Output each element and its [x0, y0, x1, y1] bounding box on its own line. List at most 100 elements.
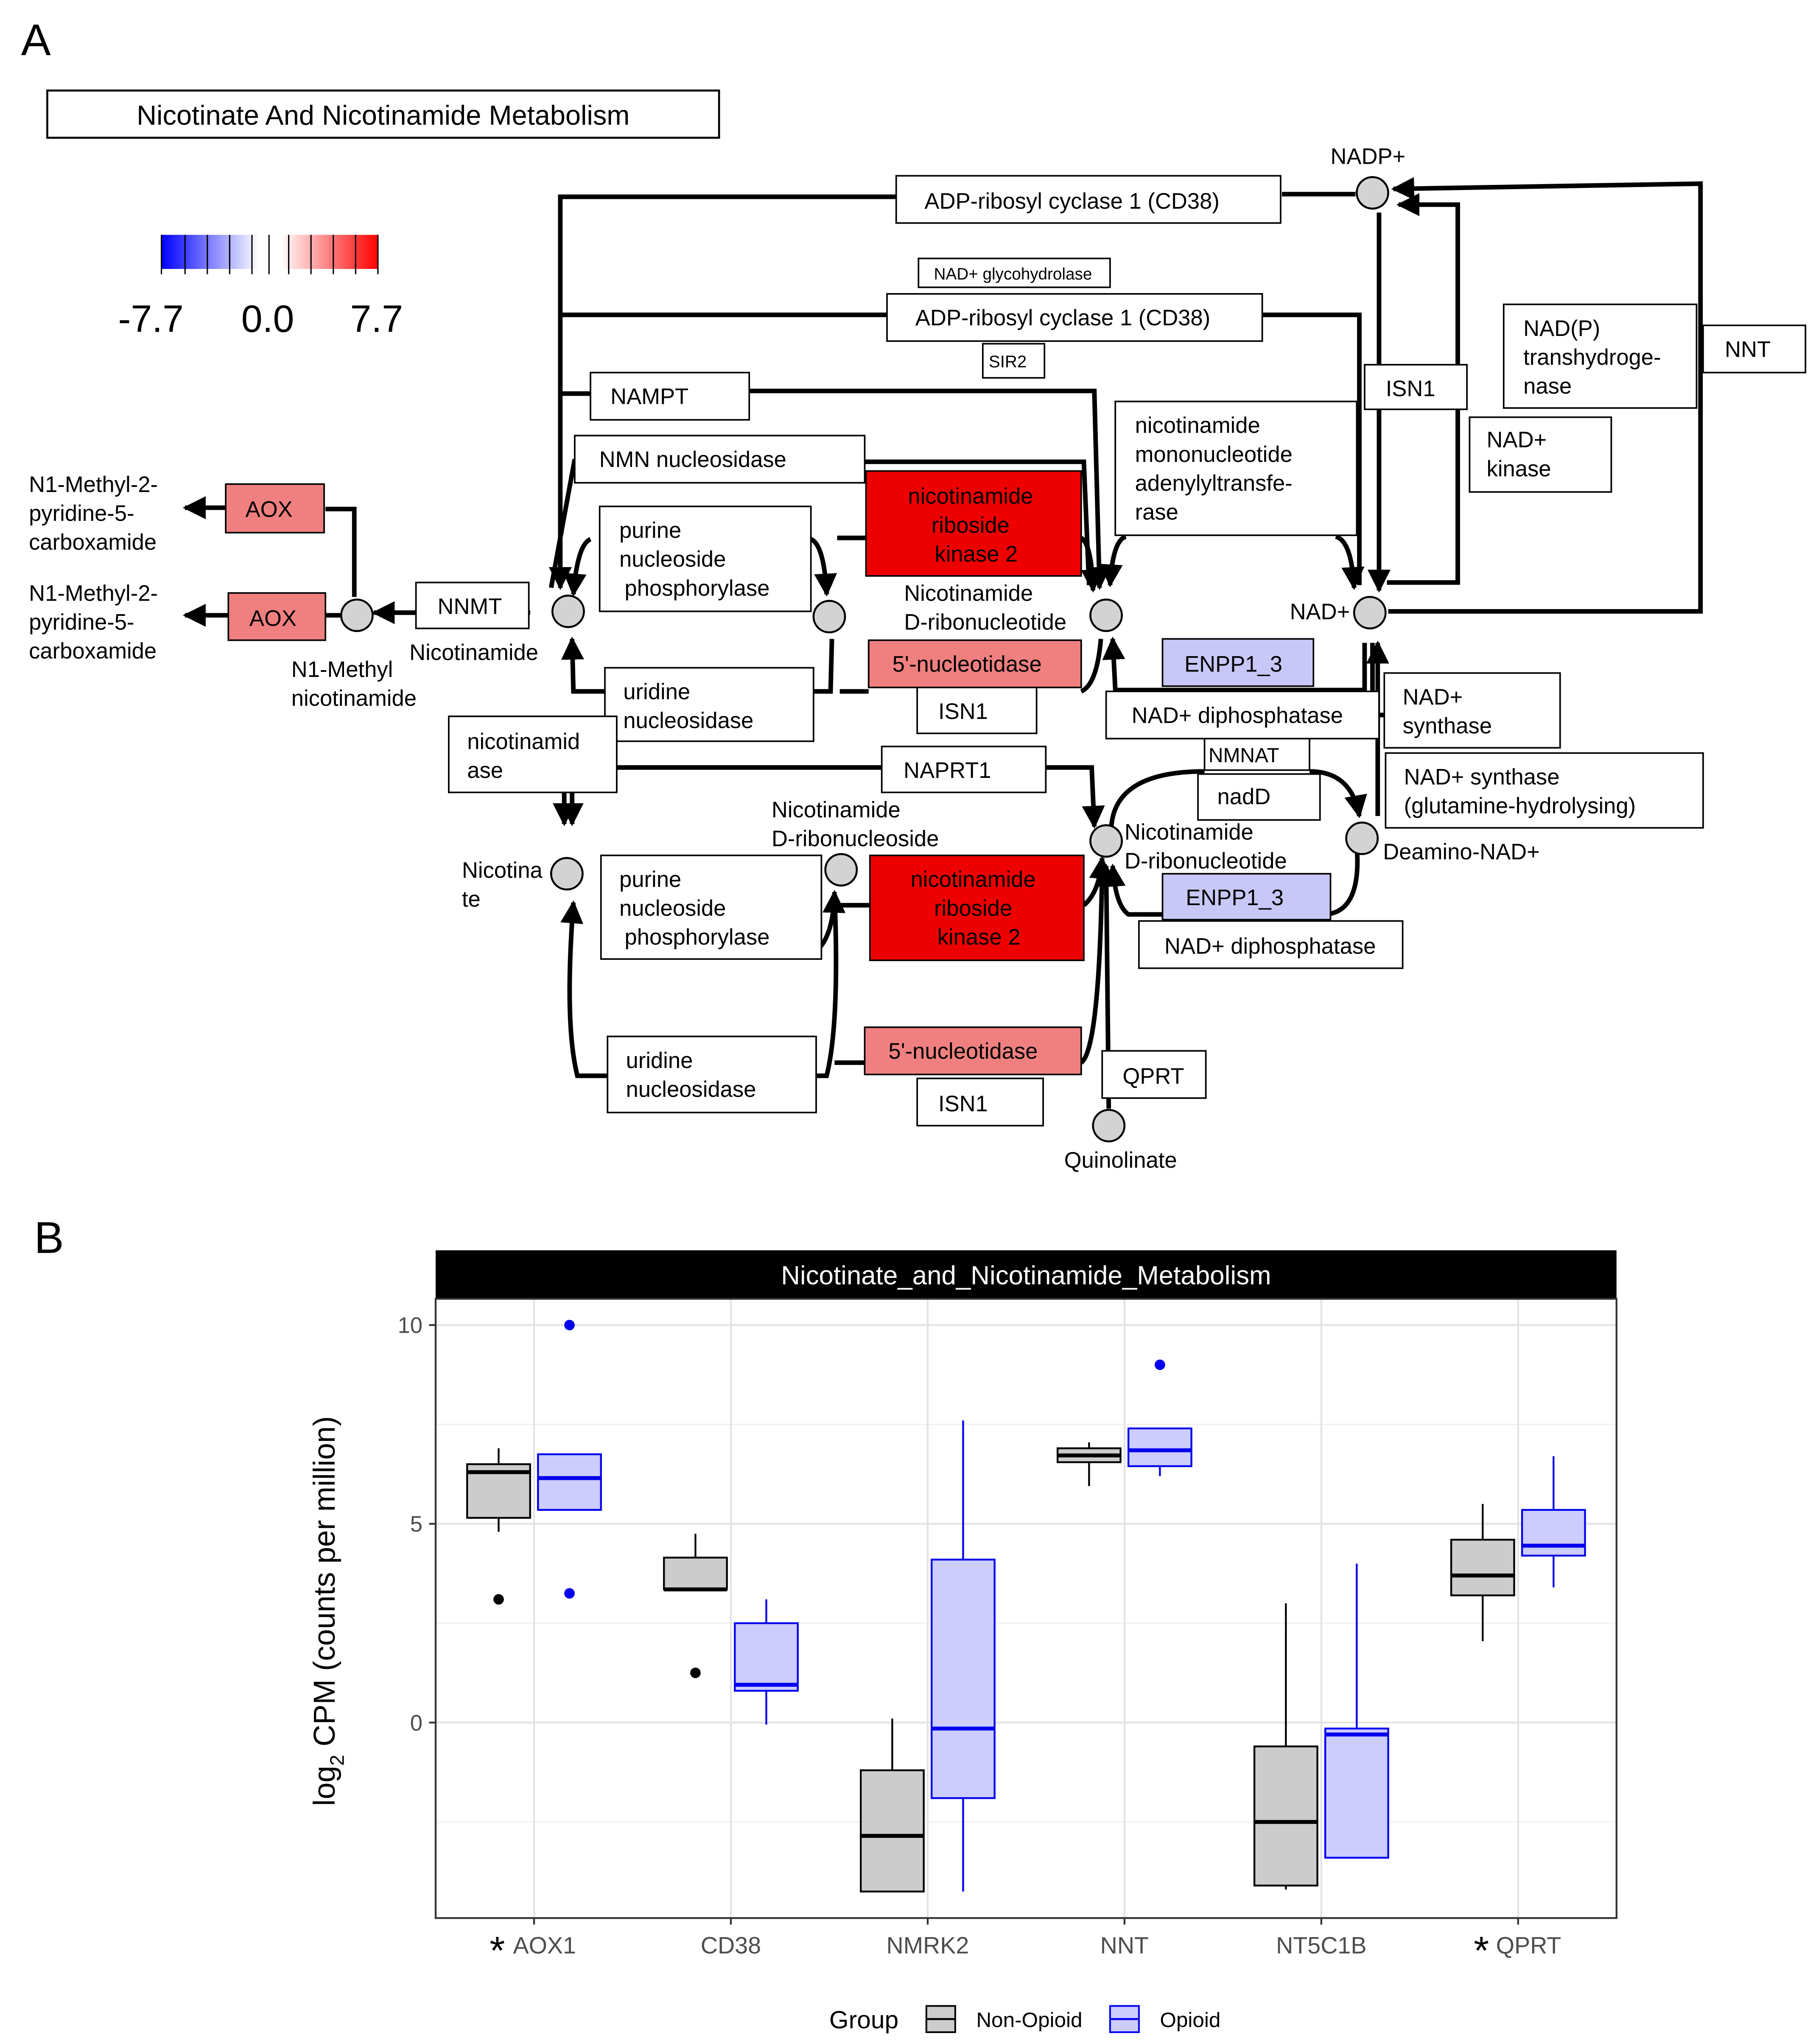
enzyme-box-cd38-mid — [886, 293, 1263, 342]
color-scale-legend: -7.7 0.0 7.7 — [118, 235, 403, 341]
node-nmn — [1089, 598, 1123, 632]
enzyme-label-qprt: QPRT — [1122, 1064, 1184, 1089]
enzyme-box-nad-kinase — [1469, 416, 1612, 493]
edge-nmn-nucleosidase-left — [548, 459, 577, 588]
box-opioid-cd38 — [734, 1622, 799, 1692]
edge-nmnat-long-right — [1335, 534, 1365, 590]
y-tick-label: 5 — [410, 1512, 423, 1537]
enzyme-box-nadd — [1197, 773, 1321, 821]
node-nicotinate-ribonucleotide — [1089, 824, 1123, 858]
edge-nnt — [1388, 177, 1703, 614]
edge-urid-top-right — [813, 639, 834, 694]
strip-title: Nicotinate_and_Nicotinamide_Metabolism — [781, 1261, 1271, 1290]
enzyme-label-nnmt: NNMT — [437, 594, 502, 619]
scale-max-label: 7.7 — [350, 298, 403, 341]
x-tick-label: NMRK2 — [886, 1932, 969, 1959]
plot-panel-background — [435, 1299, 1617, 1918]
enzyme-box-nampt — [590, 372, 750, 421]
enzyme-box-nrk2-top — [865, 470, 1082, 577]
compound-labels: N1-Methyl-2- pyridine-5- carboxamide N1-… — [29, 144, 1540, 1173]
edge-urid-top-left — [561, 636, 605, 694]
node-nicotinate-riboside — [824, 853, 858, 887]
enzyme-box-nrk2-bottom — [869, 854, 1085, 961]
enzyme-box-nad-glycohydrolase — [918, 257, 1111, 288]
enzyme-box-nad-diphosphatase-top — [1105, 691, 1380, 740]
enzyme-label-cd38-mid: ADP-ribosyl cyclase 1 (CD38) — [915, 305, 1210, 330]
enzyme-box-aox-1 — [225, 483, 325, 534]
enzyme-label-nicotinamidase: nicotinamid ase — [467, 729, 586, 783]
label-n1-methylnicotinamide: N1-Methyl nicotinamide — [291, 657, 417, 711]
y-tick-label: 10 — [398, 1313, 423, 1338]
enzyme-label-nampt: NAMPT — [610, 384, 688, 409]
compound-nodes — [340, 176, 1389, 1143]
edge-pnp-top-right — [810, 537, 837, 597]
enzyme-box-nad-synthase — [1383, 672, 1561, 749]
enzyme-label-isn1-mid: ISN1 — [938, 699, 988, 724]
enzyme-label-nad-synthase: NAD+ synthase — [1403, 685, 1492, 738]
y-axis-title: log2 CPM (counts per million) — [308, 1416, 348, 1806]
enzyme-box-nmn-nucleosidase — [574, 435, 866, 484]
node-nicotinate — [550, 857, 584, 891]
enzyme-label-isn1-bottom: ISN1 — [938, 1091, 988, 1116]
edge-nmnat-left — [1109, 769, 1205, 827]
significance-asterisk: * — [490, 1928, 505, 1972]
label-nicotinate: Nicotina te — [462, 858, 549, 912]
panel-b-letter: B — [34, 1213, 64, 1263]
x-tick-label: NNT — [1100, 1932, 1149, 1959]
enzyme-label-nt5-bottom: 5'-nucleotidase — [888, 1039, 1038, 1064]
box-non-opioid-nt5c1b — [1253, 1745, 1318, 1887]
scale-mid-label: 0.0 — [241, 298, 294, 341]
box-opioid-nnt — [1127, 1427, 1192, 1467]
enzyme-box-enpp1-bottom — [1161, 873, 1332, 921]
box-outlier-point — [564, 1320, 575, 1331]
enzyme-box-isn1-bottom — [916, 1077, 1044, 1127]
group-legend: Group Non-Opioid Opioid — [829, 2005, 1220, 2034]
enzyme-label-nmnat-long: nicotinamide mononucleotide adenylyltran… — [1135, 413, 1299, 525]
enzyme-box-urid-bottom — [607, 1035, 817, 1113]
enzyme-label-enpp1-bottom: ENPP1_3 — [1186, 885, 1284, 910]
enzyme-box-nt5-top — [867, 639, 1082, 688]
enzyme-label-urid-top: uridine nucleosidase — [623, 679, 753, 733]
enzyme-label-naprt1: NAPRT1 — [904, 758, 991, 783]
edge-pnp-top-left — [563, 537, 592, 597]
x-tick-label: NT5C1B — [1276, 1932, 1366, 1959]
panel-b: B Nicotinate_and_Nicotinamide_Metabolism… — [34, 1213, 1617, 2034]
enzyme-label-nrk2-top: nicotinamide riboside kinase 2 — [908, 484, 1039, 567]
edge-nrk2-top-right — [1080, 536, 1104, 593]
significance-asterisk: * — [1474, 1928, 1489, 1972]
legend-title: Group — [829, 2006, 898, 2034]
enzyme-label-nnt: NNT — [1725, 337, 1771, 362]
enzyme-box-nad-synthase-gln — [1385, 752, 1704, 829]
edge-nampt-to-nmn — [749, 389, 1111, 590]
enzyme-label-enpp1-top: ENPP1_3 — [1184, 652, 1282, 677]
box-outlier-point — [564, 1588, 575, 1599]
enzyme-label-nad-diphosphatase-bottom: NAD+ diphosphatase — [1164, 934, 1376, 959]
node-nicotinamide — [551, 594, 585, 628]
enzyme-label-isn1-right: ISN1 — [1386, 376, 1435, 401]
node-nad — [1353, 596, 1387, 629]
edge-cd38-top-to-nicotinamide — [548, 194, 896, 590]
enzyme-box-qprt — [1101, 1050, 1207, 1099]
enzyme-box-enpp1-top — [1161, 638, 1315, 687]
enzyme-label-pnp-bottom: purine nucleoside phosphorylase — [619, 867, 769, 950]
legend-label-non-opioid: Non-Opioid — [976, 2008, 1082, 2032]
box-non-opioid-qprt — [1450, 1538, 1515, 1597]
enzyme-label-nadp-transhydrogenase: NAD(P) transhydroge- nase — [1523, 316, 1667, 399]
panel-a: A Nicotinate And Nicotinamide Metabolism… — [21, 15, 1807, 1173]
enzyme-box-nad-diphosphatase-bottom — [1138, 920, 1404, 969]
box-non-opioid-cd38 — [663, 1557, 728, 1591]
label-nmn: Nicotinamide D-ribonucleotide — [904, 581, 1066, 635]
box-opioid-aox1 — [537, 1453, 602, 1511]
legend-label-opioid: Opioid — [1160, 2008, 1220, 2032]
strip-header — [435, 1250, 1617, 1299]
plot-panel-border — [434, 1297, 1617, 1919]
x-tick-label: QPRT — [1496, 1932, 1561, 1959]
enzyme-box-nadp-transhydrogenase — [1503, 303, 1698, 409]
enzyme-label-cd38-top: ADP-ribosyl cyclase 1 (CD38) — [924, 189, 1219, 214]
node-nicotinamide-riboside — [812, 600, 846, 634]
enzyme-box-pnp-top — [599, 506, 812, 612]
pathway-title-box — [46, 89, 720, 139]
enzyme-box-nicotinamidase — [448, 715, 618, 794]
